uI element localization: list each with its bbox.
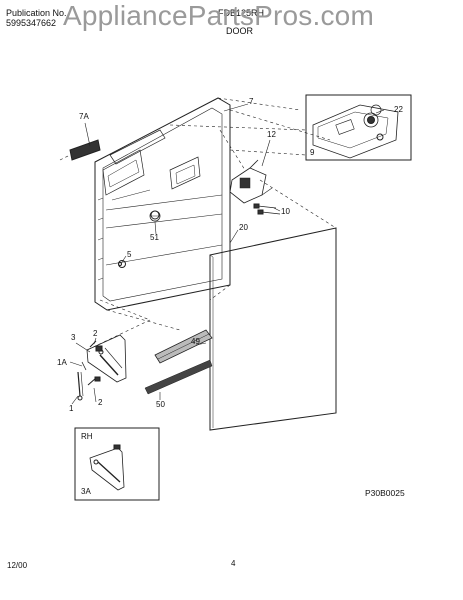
publication-number: 5995347662 bbox=[6, 18, 57, 28]
callout-rh: RH bbox=[81, 432, 93, 441]
latch-assembly bbox=[229, 159, 273, 204]
dispenser-assembly bbox=[312, 104, 399, 159]
callout-1a: 1A bbox=[57, 358, 67, 367]
model-number: FDB125RH bbox=[218, 8, 265, 18]
assembly-lines bbox=[59, 97, 337, 351]
callout-10: 10 bbox=[281, 207, 290, 216]
callout-3: 3 bbox=[71, 333, 76, 342]
watermark: AppliancePartsPros.com bbox=[63, 0, 374, 31]
section-title: DOOR bbox=[226, 26, 253, 36]
callout-5: 5 bbox=[127, 250, 132, 259]
callout-49: 49 bbox=[191, 337, 200, 346]
callout-1: 1 bbox=[69, 404, 74, 413]
diagram-code: P30B0025 bbox=[365, 488, 405, 498]
callout-7: 7 bbox=[249, 97, 254, 106]
callout-9: 9 bbox=[310, 148, 315, 157]
page-number: 4 bbox=[231, 559, 236, 568]
part-51 bbox=[149, 210, 161, 222]
callout-7a: 7A bbox=[79, 112, 89, 121]
callout-2-bottom: 2 bbox=[98, 398, 103, 407]
callout-12: 12 bbox=[267, 130, 276, 139]
publication-label: Publication No. bbox=[6, 8, 67, 18]
spring-1 bbox=[77, 371, 84, 401]
door-seal-49 bbox=[154, 329, 213, 364]
callout-51: 51 bbox=[150, 233, 159, 242]
leader-lines bbox=[69, 103, 385, 405]
callout-3a: 3A bbox=[81, 487, 91, 496]
inset-hinge-3a bbox=[89, 444, 125, 491]
outer-door-panel bbox=[209, 227, 337, 431]
label-7a-part bbox=[69, 139, 101, 161]
screws-2 bbox=[87, 340, 101, 386]
callout-20: 20 bbox=[239, 223, 248, 232]
callout-22: 22 bbox=[394, 105, 403, 114]
callout-50: 50 bbox=[156, 400, 165, 409]
screws-10 bbox=[253, 203, 281, 215]
footer-date: 12/00 bbox=[7, 561, 28, 570]
vent-strip-50 bbox=[144, 359, 213, 395]
hinge-3 bbox=[86, 334, 127, 383]
part-1a bbox=[81, 361, 87, 371]
callout-2-top: 2 bbox=[93, 329, 98, 338]
